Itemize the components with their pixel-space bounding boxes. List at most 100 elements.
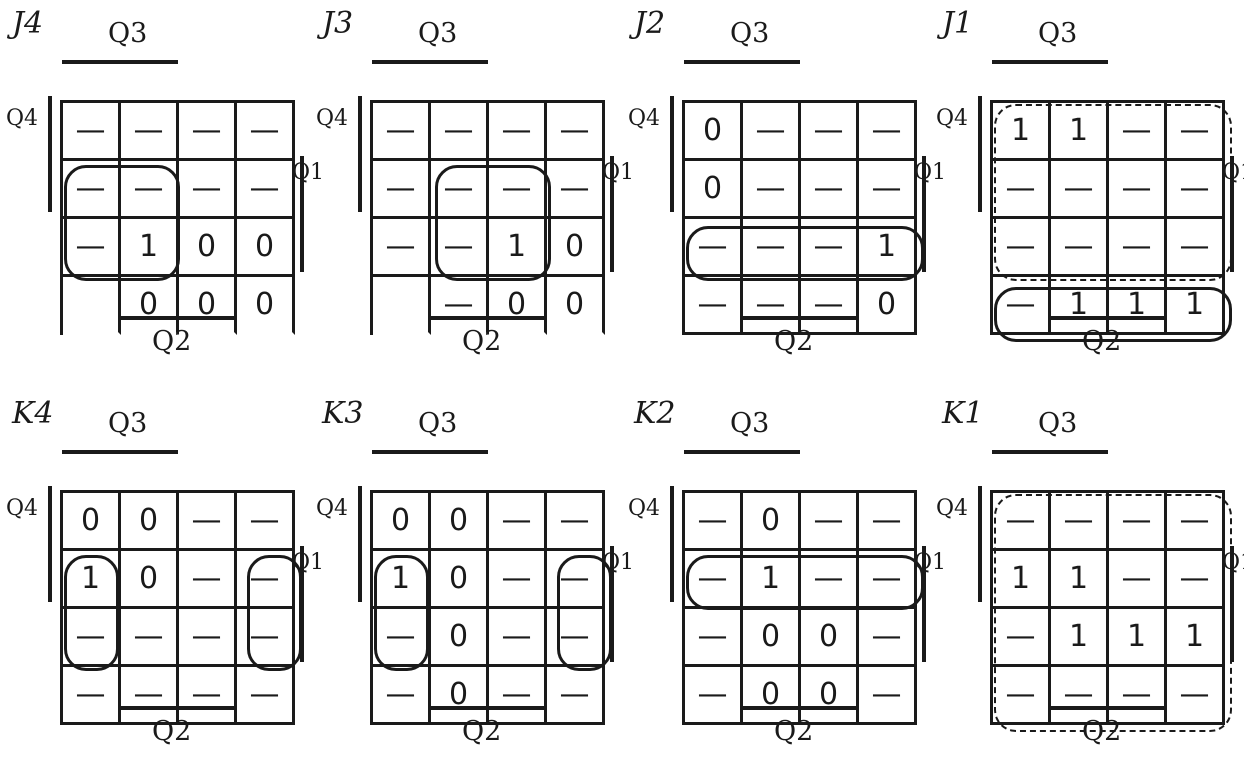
bar-right: [610, 546, 614, 662]
kmap-cell: 1: [1051, 551, 1109, 609]
row-variable-right-label: Q1: [602, 160, 635, 185]
kmap-cell: —: [801, 219, 859, 277]
grouping-loop: [686, 555, 924, 610]
kmap-cell: 0: [121, 551, 179, 609]
bar-right: [922, 546, 926, 662]
kmap-cell: 0: [237, 277, 295, 335]
kmap-cell: —: [1167, 161, 1225, 219]
kmap-cell: 0: [63, 493, 121, 551]
row-variable-left-label: Q4: [936, 496, 969, 521]
column-variable-top-label: Q3: [1038, 408, 1078, 439]
kmap-cell: —: [1109, 103, 1167, 161]
column-variable-bottom-label: Q2: [462, 326, 502, 357]
kmap-cell: 0: [801, 609, 859, 667]
kmap-cell: 0: [685, 103, 743, 161]
kmap-cell: —: [859, 609, 917, 667]
kmap-cell: —: [489, 667, 547, 725]
kmap-cell: —: [1051, 667, 1109, 725]
map-title: J1: [942, 6, 974, 41]
bar-right: [1230, 156, 1234, 272]
map-title: K4: [12, 396, 54, 431]
kmap-cell: —: [237, 493, 295, 551]
kmap-cell: —: [63, 609, 121, 667]
column-variable-bottom-label: Q2: [152, 716, 192, 747]
kmap-cell: 1: [1109, 277, 1167, 335]
kmap-cell: 0: [859, 277, 917, 335]
grouping-loop: [247, 555, 302, 671]
kmap-cell: —: [859, 161, 917, 219]
column-variable-top-label: Q3: [1038, 18, 1078, 49]
kmap-cell: —: [801, 161, 859, 219]
kmap-cell: 0: [179, 219, 237, 277]
kmap-cell: —: [489, 103, 547, 161]
kmap-cell: 0: [237, 219, 295, 277]
kmap-cell: —: [743, 103, 801, 161]
kmap-cell: —: [489, 551, 547, 609]
kmap-cell: —: [547, 667, 605, 725]
column-variable-bottom-label: Q2: [462, 716, 502, 747]
kmap-cell: —: [237, 103, 295, 161]
kmap-cell: —: [237, 161, 295, 219]
kmap-cell: —: [685, 493, 743, 551]
kmap-cell: 0: [179, 277, 237, 335]
kmap-cell: —: [547, 161, 605, 219]
kmap-cell: —: [743, 219, 801, 277]
kmap-cell: —: [431, 103, 489, 161]
kmap-cell: —: [859, 103, 917, 161]
grouping-loop: [557, 555, 612, 671]
bar-top: [62, 450, 178, 454]
grouping-loop: [994, 287, 1232, 342]
kmap-cell: 1: [859, 219, 917, 277]
bar-left: [358, 96, 362, 212]
kmap-cell: 1: [1051, 609, 1109, 667]
kmap-cell: —: [1109, 219, 1167, 277]
kmap-cell: —: [179, 551, 237, 609]
kmap-cell: 1: [1051, 277, 1109, 335]
grouping-loop: [994, 104, 1232, 281]
kmap-cell: —: [373, 161, 431, 219]
kmap-cell: [63, 277, 121, 335]
kmap-cell: —: [993, 667, 1051, 725]
kmap-cell: 0: [121, 277, 179, 335]
kmap-cell: —: [373, 609, 431, 667]
kmap-cell: —: [179, 493, 237, 551]
map-title: K2: [634, 396, 676, 431]
kmap-cell: —: [1051, 493, 1109, 551]
bar-left: [670, 486, 674, 602]
grouping-loop: [686, 226, 924, 281]
column-variable-bottom-label: Q2: [774, 716, 814, 747]
kmap-cell: —: [993, 161, 1051, 219]
kmap-cell: 0: [431, 493, 489, 551]
map-title: J4: [12, 6, 44, 41]
kmap-cell: —: [1167, 493, 1225, 551]
kmap-cell: —: [1167, 219, 1225, 277]
kmap-cell: —: [121, 103, 179, 161]
kmap-cell: —: [1051, 161, 1109, 219]
column-variable-bottom-label: Q2: [774, 326, 814, 357]
kmap-cell: —: [801, 103, 859, 161]
kmap-cell: —: [179, 161, 237, 219]
bar-top: [992, 450, 1108, 454]
grouping-loop: [374, 555, 429, 671]
kmap-cell: —: [685, 277, 743, 335]
bar-top: [992, 60, 1108, 64]
grouping-loop: [64, 165, 180, 281]
bar-right: [1230, 546, 1234, 662]
bar-left: [978, 96, 982, 212]
kmap-cell: —: [373, 219, 431, 277]
kmap-cell: —: [1167, 103, 1225, 161]
column-variable-top-label: Q3: [730, 408, 770, 439]
kmap-cell: —: [993, 219, 1051, 277]
kmap-cell: 0: [431, 609, 489, 667]
bar-left: [978, 486, 982, 602]
kmap-cell: 0: [547, 219, 605, 277]
kmap-cell: 0: [489, 277, 547, 335]
kmap-cell: —: [1109, 667, 1167, 725]
kmap-cell: 1: [1051, 103, 1109, 161]
kmap-cell: —: [237, 667, 295, 725]
